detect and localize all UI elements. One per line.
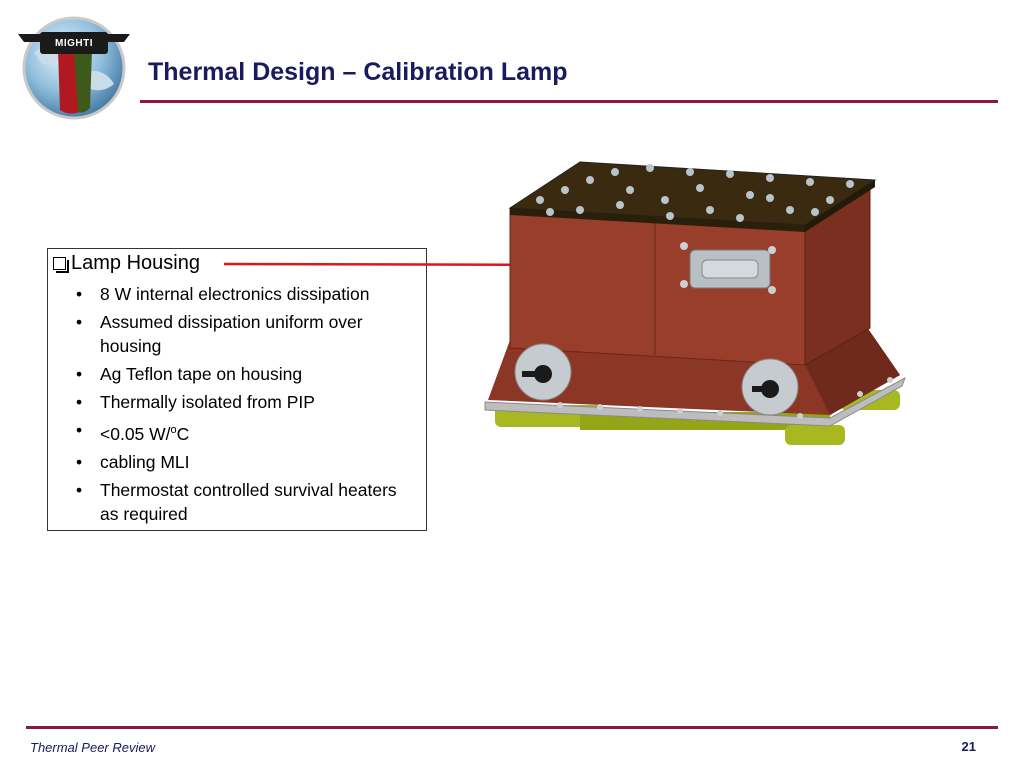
globe-logo-icon [18, 16, 130, 120]
checkbox-bullet-icon [53, 257, 69, 273]
list-item: Assumed dissipation uniform over housing [48, 310, 418, 358]
footer-divider [26, 726, 998, 729]
list-item: Ag Teflon tape on housing [48, 362, 418, 386]
list-item: Thermally isolated from PIP [48, 390, 418, 414]
logo-text: MIGHTI [55, 38, 93, 49]
bullet-list: 8 W internal electronics dissipation Ass… [48, 282, 418, 530]
calibration-lamp-housing-illustration [484, 161, 906, 445]
footer-text: Thermal Peer Review [30, 740, 155, 755]
page-number: 21 [961, 739, 976, 754]
list-item: <0.05 W/oC [48, 418, 418, 446]
list-item: Thermostat controlled survival heaters a… [48, 478, 418, 526]
lamp-housing-textbox: Lamp Housing 8 W internal electronics di… [47, 248, 427, 531]
unit-suffix: C [176, 423, 190, 444]
title-divider [140, 100, 998, 103]
section-heading-label: Lamp Housing [71, 252, 200, 274]
unit-superscript: o [170, 424, 177, 436]
mighti-logo: MIGHTI [14, 12, 134, 122]
list-item: cabling MLI [48, 450, 418, 474]
list-item: 8 W internal electronics dissipation [48, 282, 418, 306]
section-heading: Lamp Housing [51, 252, 200, 275]
page-title: Thermal Design – Calibration Lamp [148, 58, 568, 86]
